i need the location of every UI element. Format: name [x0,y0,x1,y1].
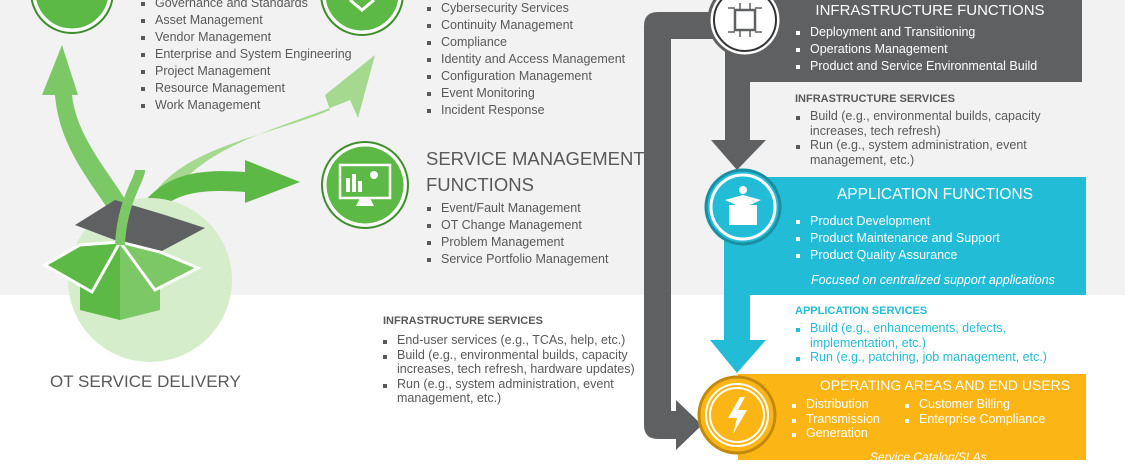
list-item: Operations Management [796,41,1037,58]
list-item: Resource Management [141,80,352,97]
application-functions-list: Product Development Product Maintenance … [796,213,1000,264]
security-shield-icon [322,0,402,34]
cyan-down-arrow [710,290,766,373]
grey-return-arrow [644,12,715,450]
list-item: Build (e.g., environmental builds, capac… [383,348,643,377]
list-item: Enterprise and System Engineering [141,46,352,63]
list-item: OT Change Management [427,217,608,234]
list-item: Generation [792,426,880,441]
list-item: Asset Management [141,12,352,29]
grey-down-arrow [711,80,766,170]
infrastructure-services-heading: INFRASTRUCTURE SERVICES [795,93,955,105]
list-item: Run (e.g., patching, job management, etc… [796,350,1051,365]
application-functions-title: APPLICATION FUNCTIONS [836,186,1034,203]
operating-areas-col1: Distribution Transmission Generation [792,397,880,441]
list-item: Work Management [141,97,352,114]
list-item: Run (e.g., system administration, event … [383,377,643,406]
service-catalog-footer: Service Catalog/SLAs [870,450,987,464]
list-item: Cybersecurity Services [427,0,625,17]
list-item: Vendor Management [141,29,352,46]
list-item: Event Monitoring [427,85,625,102]
list-item: Compliance [427,34,625,51]
bottom-infra-services-heading: INFRASTRUCTURE SERVICES [383,315,543,327]
list-item: Run (e.g., system administration, event … [796,138,1051,167]
list-item: Event/Fault Management [427,200,608,217]
service-management-title: SERVICE MANAGEMENT FUNCTIONS [426,146,645,198]
list-item: Configuration Management [427,68,625,85]
infrastructure-services-list: Build (e.g., environmental builds, capac… [796,109,1051,167]
application-note: Focused on centralized support applicati… [811,273,1055,287]
ot-service-delivery-label: OT SERVICE DELIVERY [50,372,241,391]
list-item: Transmission [792,412,880,427]
service-management-list: Event/Fault Management OT Change Managem… [427,200,608,268]
title-line: SERVICE MANAGEMENT [426,148,645,169]
list-item: Build (e.g., enhancements, defects, impl… [796,321,1051,350]
list-item: Product Maintenance and Support [796,230,1000,247]
security-list: Cybersecurity Services Continuity Manage… [427,0,625,119]
bottom-infra-services-list: End-user services (e.g., TCAs, help, etc… [383,333,643,406]
application-services-heading: APPLICATION SERVICES [795,305,928,317]
list-item: Project Management [141,63,352,80]
infrastructure-functions-list: Deployment and Transitioning Operations … [796,24,1037,75]
list-item: Governance and Standards [141,0,352,12]
list-item: Identity and Access Management [427,51,625,68]
operating-areas-col2: Customer Billing Enterprise Compliance [905,397,1045,426]
list-item: Distribution [792,397,880,412]
list-item: Continuity Management [427,17,625,34]
monitor-chart-icon [323,143,407,227]
infrastructure-functions-title: INFRASTRUCTURE FUNCTIONS [815,2,1045,19]
list-item: End-user services (e.g., TCAs, help, etc… [383,333,643,348]
list-item: Service Portfolio Management [427,251,608,268]
list-item: Product Quality Assurance [796,247,1000,264]
list-item: Build (e.g., environmental builds, capac… [796,109,1051,138]
list-item: Customer Billing [905,397,1045,412]
list-item: Product and Service Environmental Build [796,58,1037,75]
governance-icon [33,0,111,32]
title-line: FUNCTIONS [426,174,534,195]
list-item: Deployment and Transitioning [796,24,1037,41]
application-services-list: Build (e.g., enhancements, defects, impl… [796,321,1051,365]
list-item: Incident Response [427,102,625,119]
arrow-right-green [125,160,300,240]
governance-list: Governance and Standards Asset Managemen… [141,0,352,114]
list-item: Problem Management [427,234,608,251]
list-item: Product Development [796,213,1000,230]
arrow-up-left [42,45,145,240]
list-item: Enterprise Compliance [905,412,1045,427]
operating-areas-title: OPERATING AREAS AND END USERS [819,377,1071,393]
